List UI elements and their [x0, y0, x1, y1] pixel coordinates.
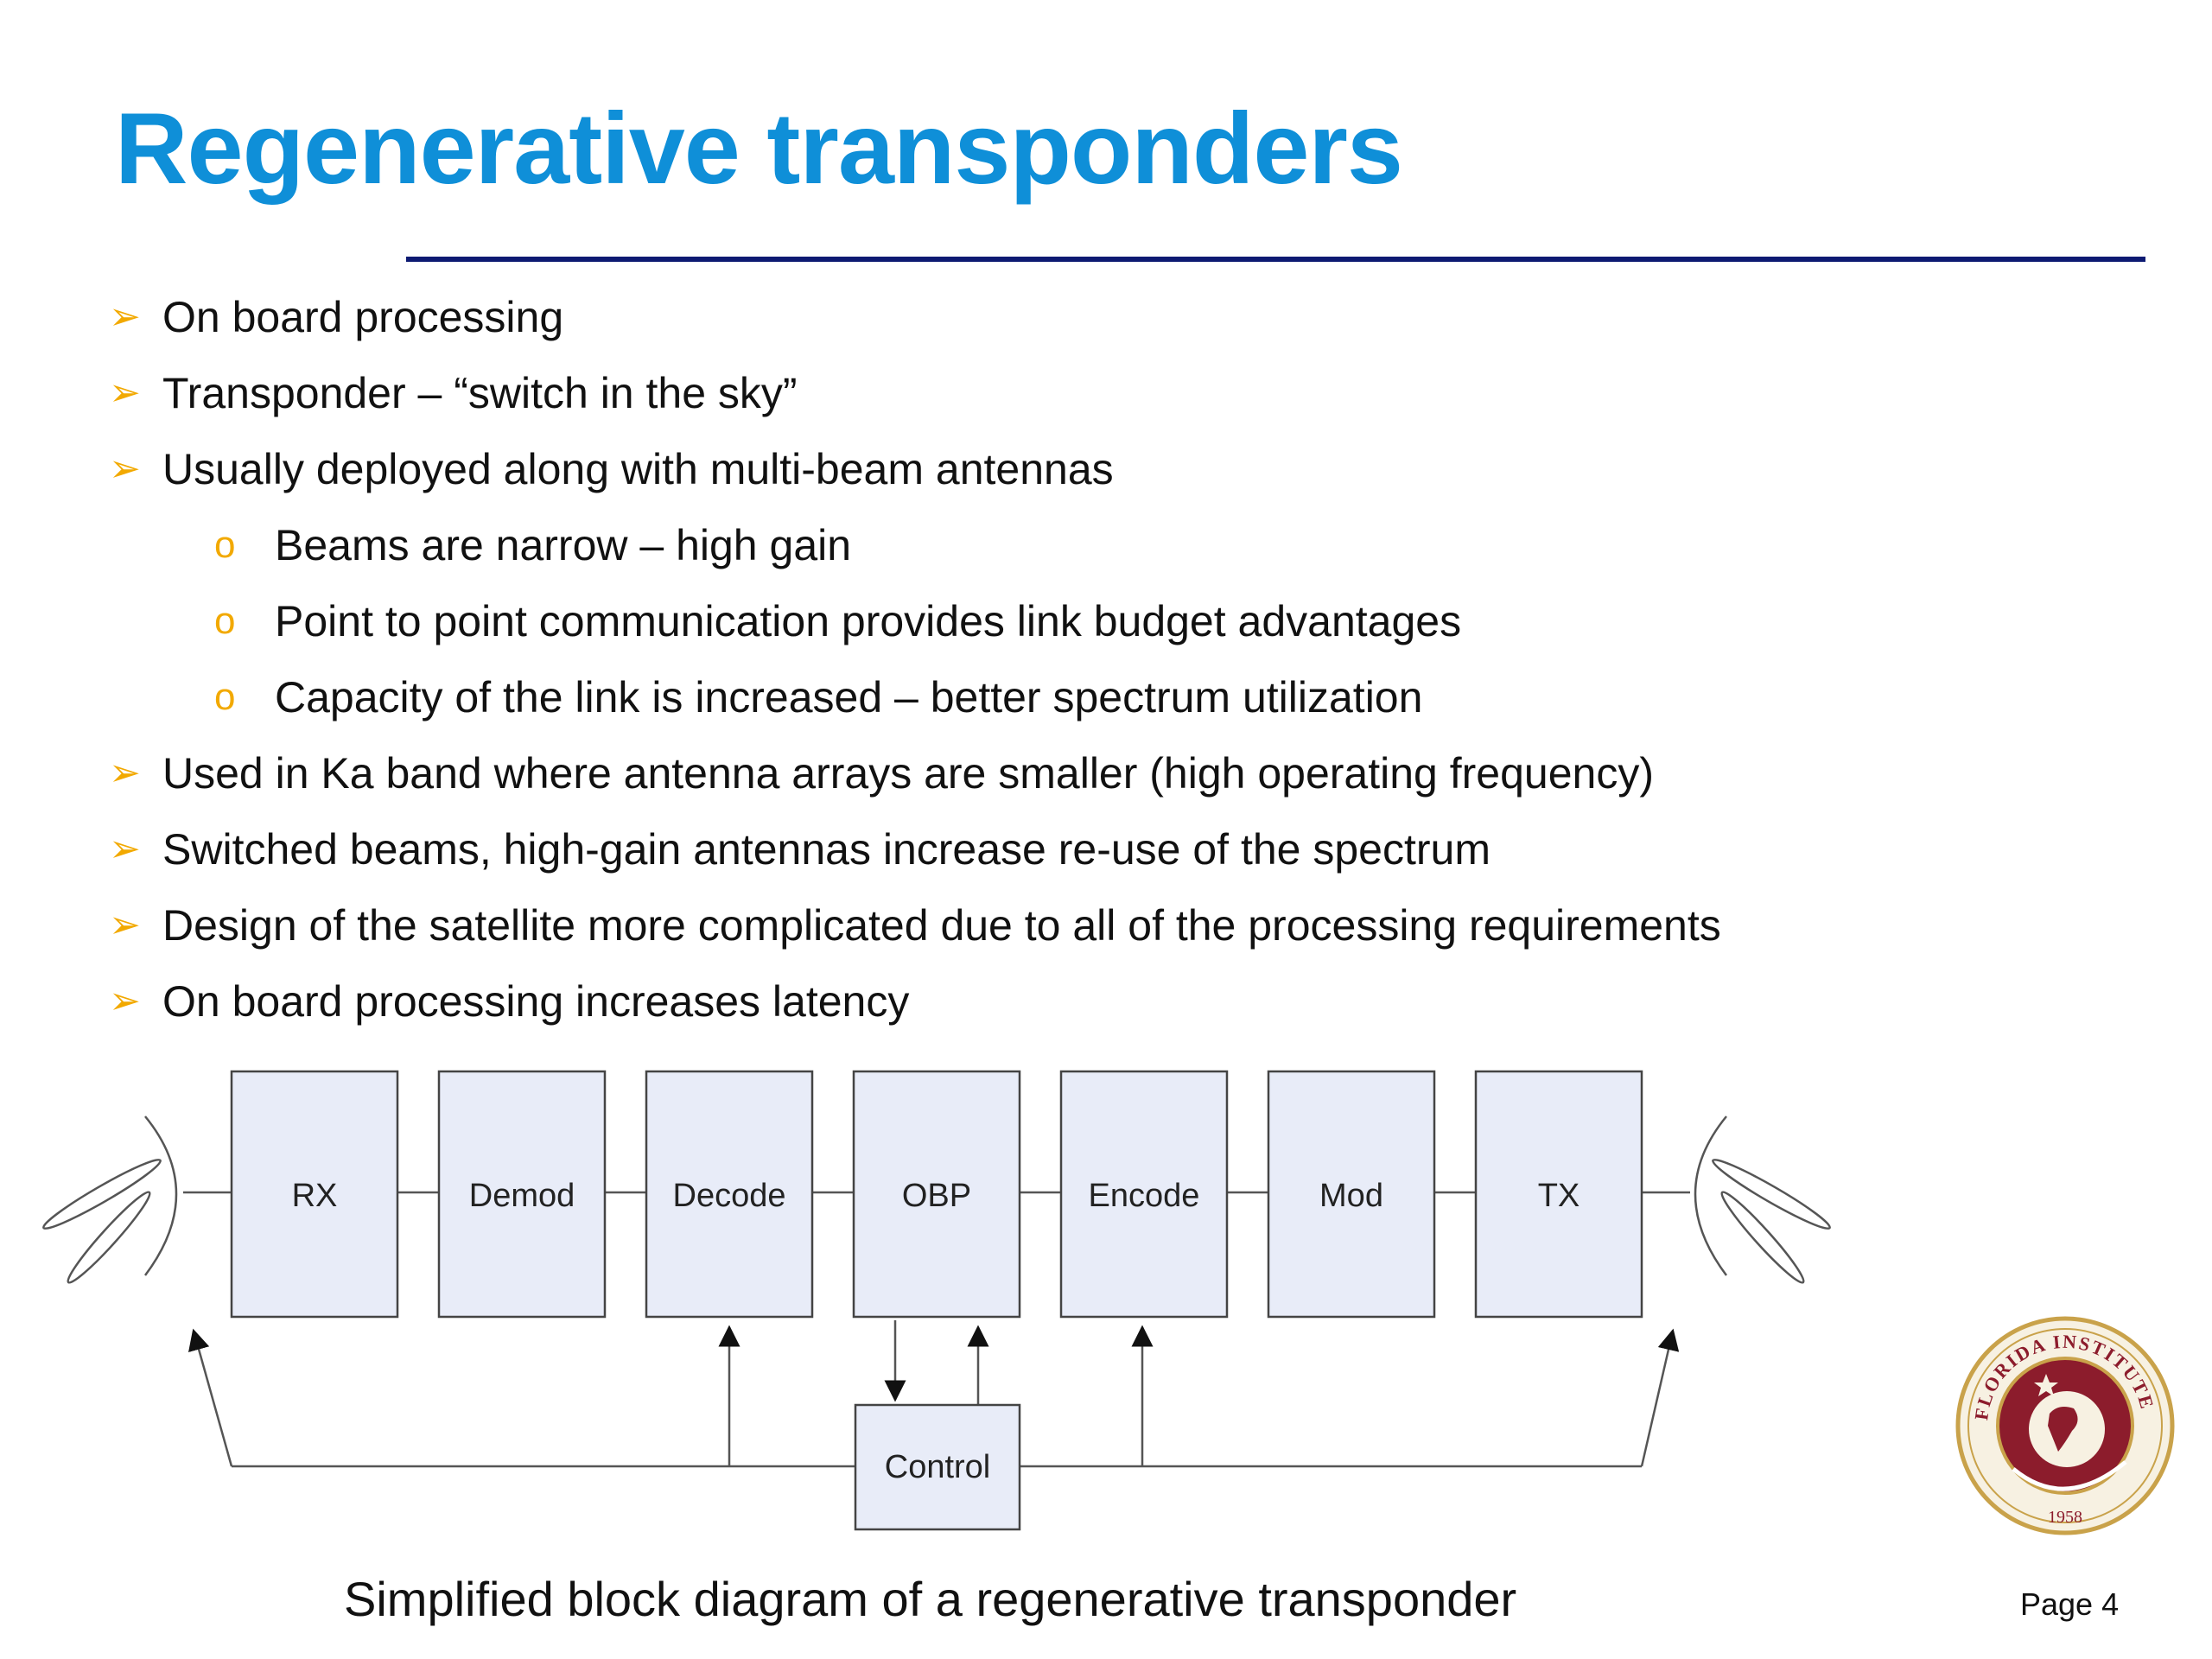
- left-antenna-icon: [42, 1116, 178, 1284]
- arrow-bullet-icon: ➢: [109, 980, 141, 1022]
- block-label: Decode: [673, 1178, 786, 1214]
- diagram-caption: Simplified block diagram of a regenerati…: [344, 1572, 1517, 1626]
- bullet-item: ➢On board processing increases latency: [109, 977, 910, 1026]
- control-label: Control: [885, 1449, 991, 1485]
- svg-text:1958: 1958: [2048, 1508, 2082, 1527]
- block-decode: [645, 1070, 814, 1319]
- circle-bullet-icon: o: [214, 676, 236, 718]
- bullet-item: ➢Switched beams, high-gain antennas incr…: [109, 825, 1491, 874]
- arrow-bullet-icon: ➢: [109, 828, 141, 870]
- bullet-list: ➢On board processing ➢Transponder – “swi…: [109, 293, 1721, 1026]
- arrow-bullet-icon: ➢: [109, 372, 141, 414]
- block-demod: [437, 1070, 607, 1319]
- block-label: TX: [1538, 1178, 1580, 1214]
- arrow-bullet-icon: ➢: [109, 448, 141, 490]
- block-label: Mod: [1319, 1178, 1383, 1214]
- circle-bullet-icon: o: [214, 600, 236, 642]
- arrow-bullet-icon: ➢: [109, 296, 141, 338]
- block-label: Demod: [469, 1178, 575, 1214]
- block-encode: [1059, 1070, 1229, 1319]
- transponder-block-diagram: RX Demod Decode OBP Encode Mod TX Control: [42, 1070, 1831, 1531]
- slide-title: Regenerative transponders: [115, 92, 1403, 205]
- bullet-item: ➢Design of the satellite more complicate…: [109, 901, 1721, 950]
- block-label: Encode: [1089, 1178, 1200, 1214]
- right-antenna-icon: [1694, 1116, 1831, 1284]
- block-tx: [1474, 1070, 1643, 1319]
- block-label: RX: [292, 1178, 338, 1214]
- arrow-bullet-icon: ➢: [109, 752, 141, 794]
- block-obp: [852, 1070, 1021, 1319]
- control-loop-lines: [188, 1320, 1680, 1468]
- block-rx: [230, 1070, 399, 1319]
- bullet-item: ➢Used in Ka band where antenna arrays ar…: [109, 749, 1654, 798]
- bullet-item: ➢On board processing: [109, 293, 564, 341]
- bullet-item: ➢Transponder – “switch in the sky”: [109, 369, 798, 417]
- page-number: Page 4: [2020, 1586, 2120, 1622]
- bullet-item: ➢Usually deployed along with multi-beam …: [109, 445, 1114, 493]
- arrow-bullet-icon: ➢: [109, 904, 141, 946]
- block-label: OBP: [902, 1178, 971, 1214]
- block-mod: [1267, 1070, 1436, 1319]
- circle-bullet-icon: o: [214, 524, 236, 566]
- control-block: [854, 1403, 1021, 1531]
- title-underline: [406, 257, 2145, 262]
- fit-seal-logo: FLORIDA INSTITUTE OF TECHNOLOGY 1958: [1953, 1313, 2175, 1535]
